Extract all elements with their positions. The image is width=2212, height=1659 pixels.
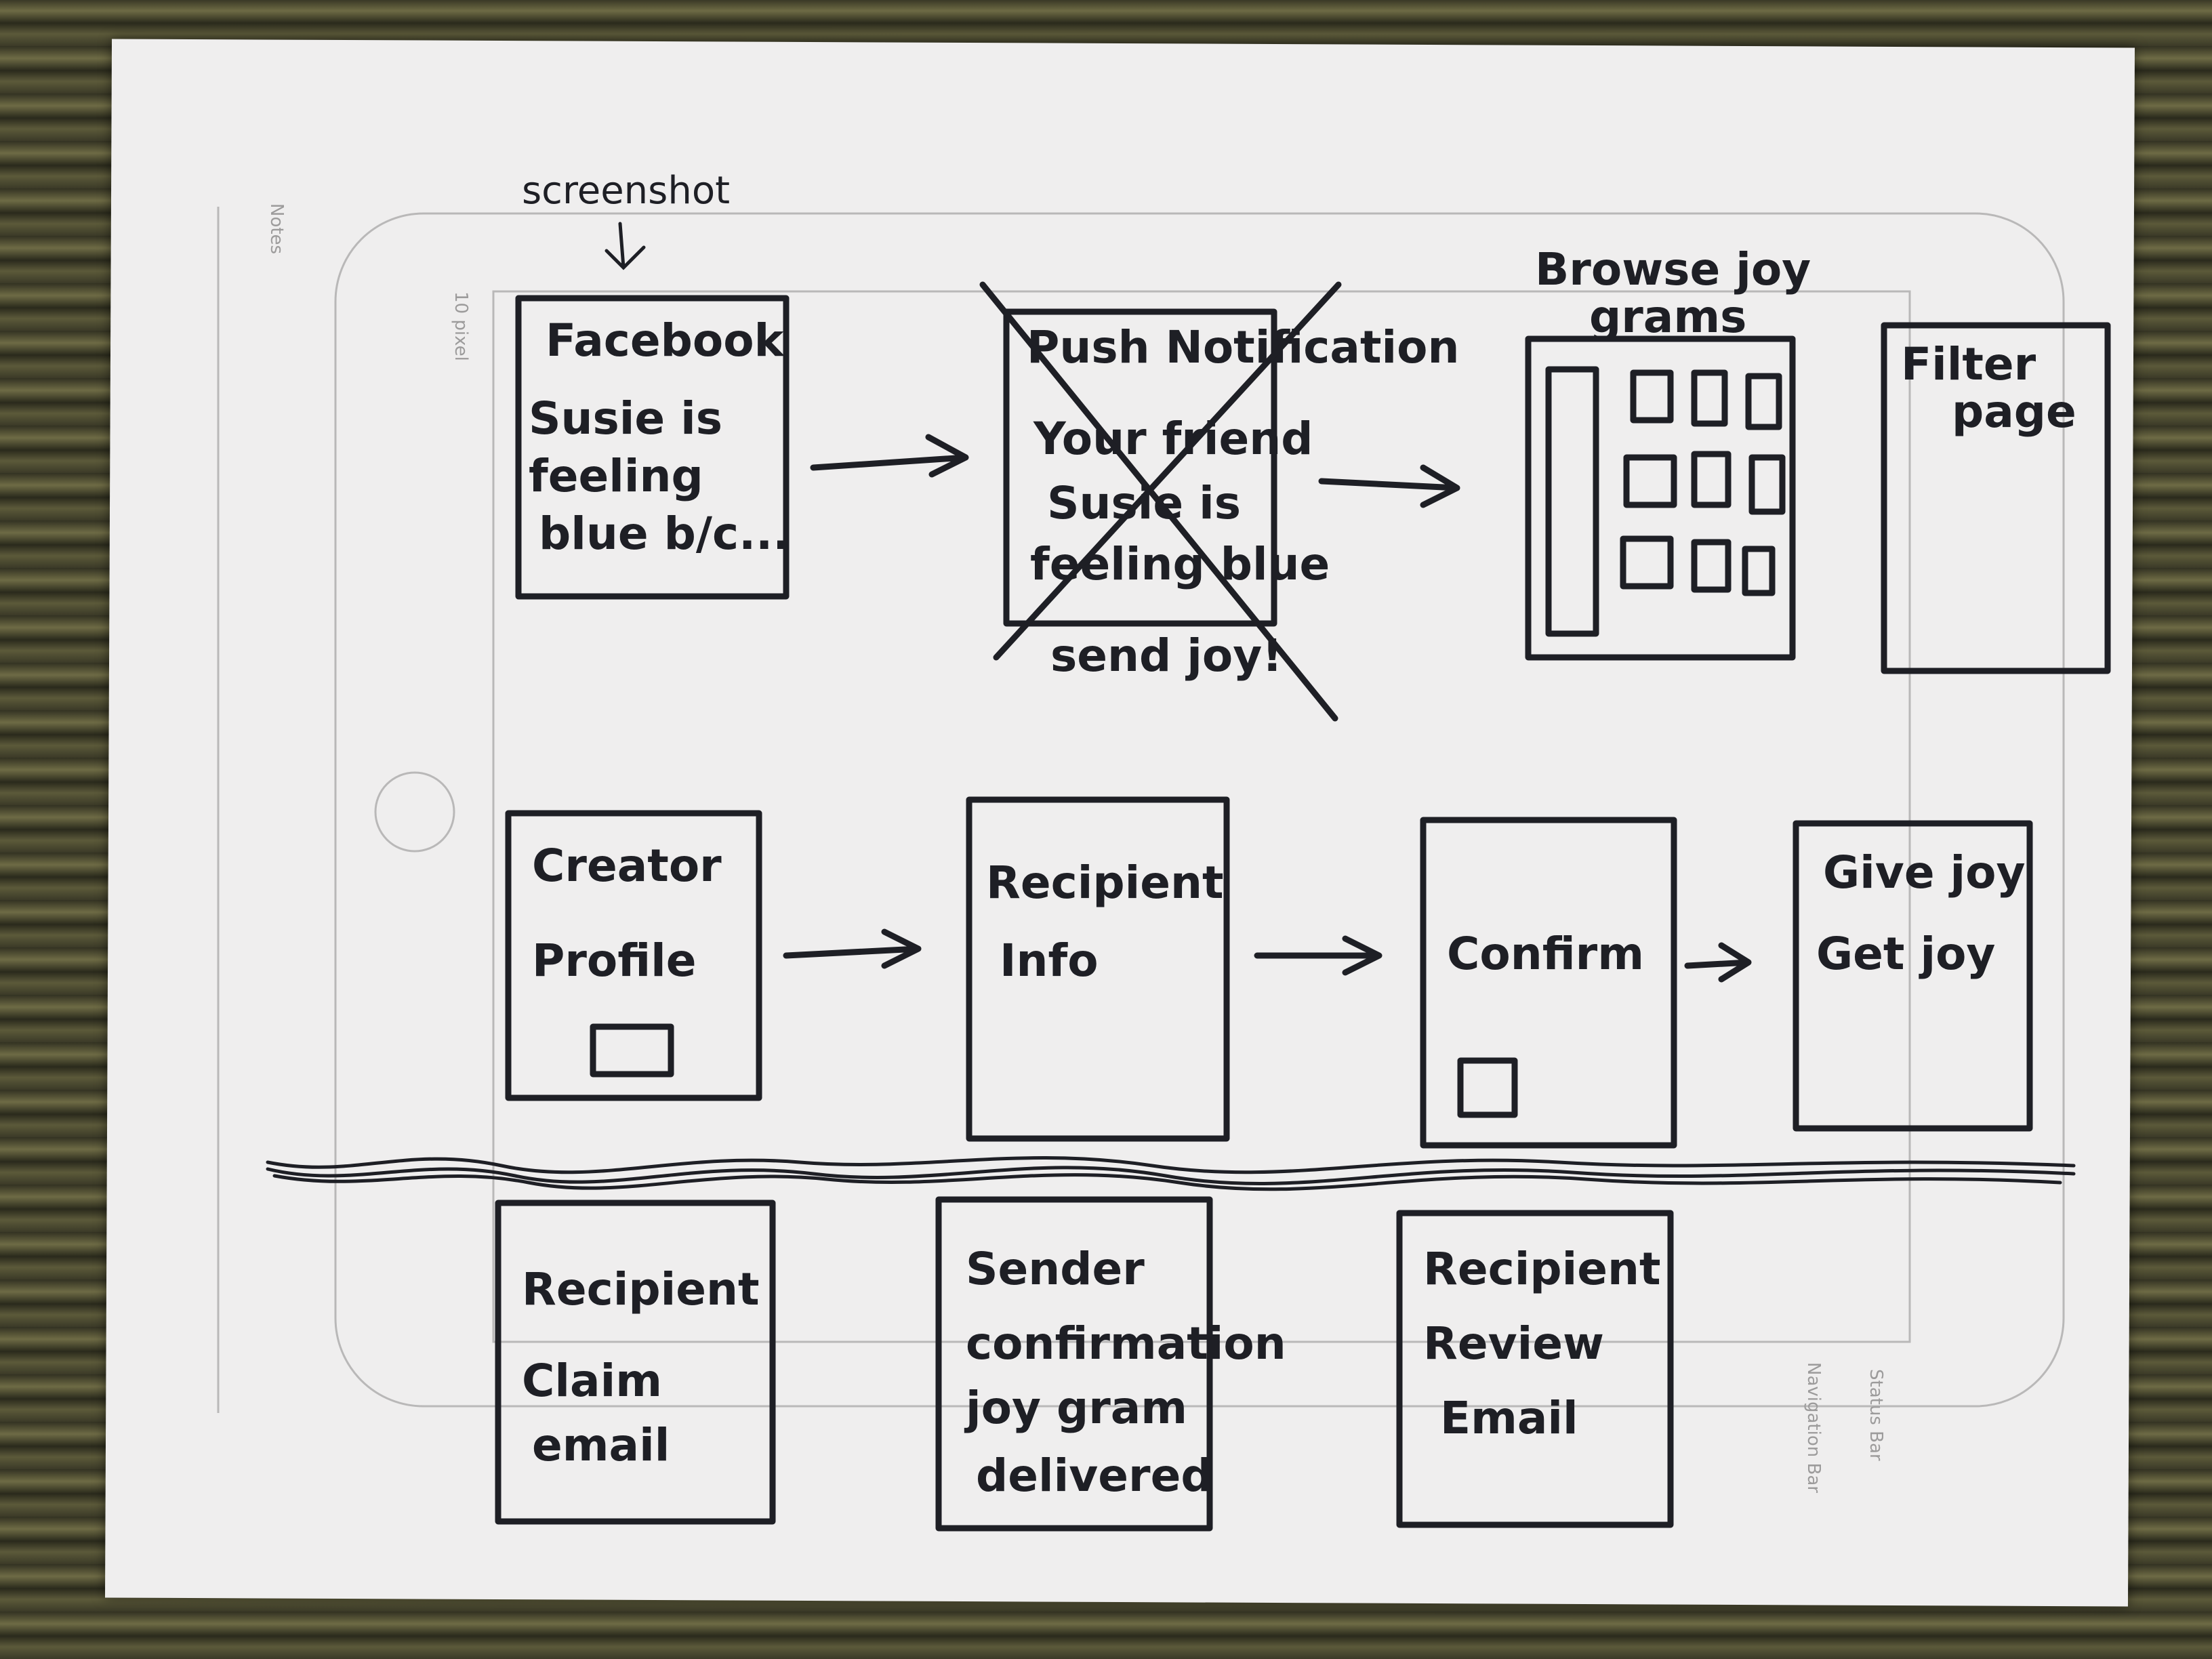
flow-arrow-icon [1254, 935, 1382, 976]
screen-frame [1420, 817, 1677, 1149]
screen-title: Get joy [1816, 928, 1995, 980]
screen-frame [1003, 308, 1277, 627]
screen-filter-page: Filter page [1881, 322, 2111, 674]
screen-title: email [532, 1419, 670, 1471]
screen-title: Info [1000, 935, 1099, 987]
screen-frame [1793, 820, 2033, 1132]
thumbnail [1623, 454, 1677, 508]
thumbnail [1745, 373, 1782, 430]
flow-arrow-icon [810, 434, 969, 478]
screen-browse-joy-grams: Browse joy grams [1525, 243, 1811, 661]
screen-push-notification: Push Notification Your friend Susie is f… [979, 281, 1459, 722]
home-button-icon [374, 771, 455, 853]
screen-frame [1396, 1210, 1674, 1528]
screen-title: Creator [532, 840, 722, 892]
screen-recipient-claim-email: Recipient Claim email [495, 1200, 776, 1525]
cross-out-mark-icon [979, 281, 1338, 722]
screen-text: feeling [529, 450, 703, 502]
flow-arrow-icon [1318, 464, 1460, 508]
screen-frame [1881, 322, 2111, 674]
screen-text: blue b/c... [539, 508, 790, 560]
thumbnail [1691, 539, 1732, 593]
screen-frame [505, 810, 762, 1101]
screen-title: Recipient [986, 857, 1224, 909]
pixel-label: 10 pixel [451, 291, 471, 361]
thumbnail [1691, 369, 1728, 427]
screen-frame [515, 295, 790, 600]
screenshot-annotation: screenshot [522, 169, 730, 270]
screen-title: Confirm [1447, 928, 1644, 980]
screen-frame [495, 1200, 776, 1525]
screen-title: page [1952, 386, 2076, 438]
screen-title: Review [1423, 1317, 1604, 1370]
screen-frame [966, 796, 1230, 1142]
thumbnail [1620, 535, 1674, 590]
screen-recipient-info: Recipient Info [966, 796, 1230, 1142]
screen-recipient-review-email: Recipient Review Email [1396, 1210, 1674, 1528]
screen-title: Give joy [1823, 846, 2026, 899]
screen-title: delivered [976, 1450, 1213, 1502]
thumbnail [1691, 451, 1732, 508]
filter-sidebar [1545, 366, 1599, 637]
screen-title: Sender [966, 1243, 1145, 1295]
screen-title: Filter [1901, 338, 2036, 390]
screen-title: Facebook [546, 314, 785, 367]
screen-give-get-joy: Give joy Get joy [1793, 820, 2033, 1132]
screen-sender-confirmation: Sender confirmation joy gram delivered [935, 1196, 1286, 1532]
confirm-button-placeholder [1457, 1057, 1518, 1118]
screen-title: Recipient [1423, 1243, 1661, 1295]
screen-title: grams [1589, 291, 1746, 343]
screen-facebook: Facebook Susie is feeling blue b/c... [515, 295, 790, 600]
profile-image-placeholder [590, 1023, 674, 1078]
screen-creator-profile: Creator Profile [505, 810, 762, 1101]
screen-title: joy gram [964, 1382, 1187, 1434]
screen-title: Email [1440, 1392, 1578, 1444]
thumbnail [1742, 546, 1776, 596]
annotation-arrow-icon [605, 222, 646, 270]
screen-text: feeling blue [1030, 538, 1330, 590]
ipad-outline [334, 212, 2065, 1408]
screen-frame [1525, 335, 1796, 661]
screen-title: Profile [532, 935, 697, 987]
screen-confirm: Confirm [1420, 817, 1677, 1149]
screen-text: Susie is [529, 392, 722, 445]
screen-caption: send joy! [1050, 630, 1282, 682]
notes-label: Notes [266, 203, 287, 254]
screen-title: confirmation [966, 1317, 1286, 1370]
ipad-template: Notes 10 pixel Status Bar Navigation Bar [217, 203, 2065, 1493]
flow-arrow-icon [783, 928, 922, 969]
screen-title: Browse joy [1535, 243, 1811, 295]
screen-title: Push Notification [1027, 321, 1459, 373]
screen-title: Claim [522, 1355, 662, 1407]
thumbnail-grid [1620, 369, 1786, 596]
screen-text: Your friend [1033, 413, 1313, 465]
thumbnail [1630, 369, 1674, 424]
thumbnail [1748, 454, 1786, 515]
cross-out-mark-icon [993, 281, 1342, 661]
screen-title: Recipient [522, 1263, 760, 1315]
ipad-screen-area [492, 290, 1911, 1343]
wavy-divider [266, 1156, 2076, 1191]
screen-frame [935, 1196, 1213, 1532]
annotation-text: screenshot [522, 169, 730, 213]
navigation-bar-label: Navigation Bar [1803, 1362, 1824, 1493]
flow-arrow-icon [1684, 942, 1752, 983]
status-bar-label: Status Bar [1866, 1369, 1886, 1461]
